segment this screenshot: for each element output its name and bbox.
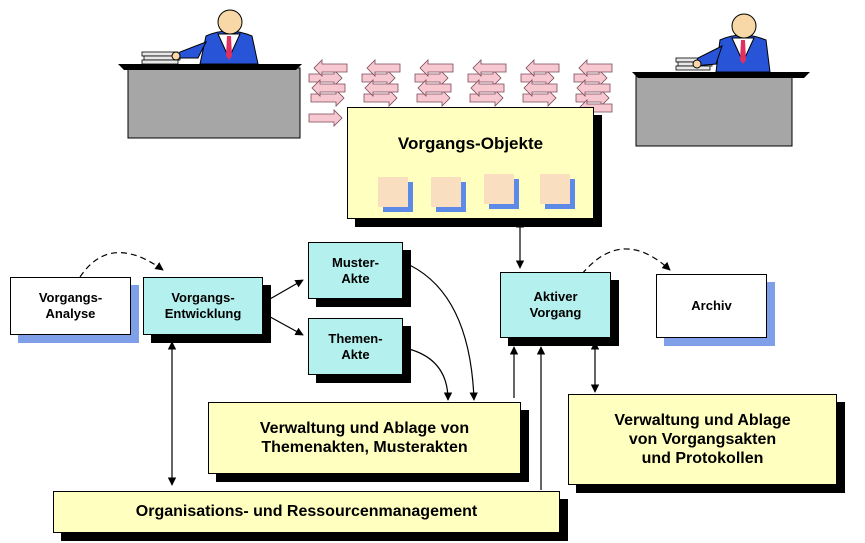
- organisation-label: Organisations- und Ressourcenmanagement: [135, 503, 478, 521]
- archiv-box: Archiv: [656, 274, 767, 338]
- document-icon: [431, 177, 461, 207]
- document-icon: [378, 177, 408, 207]
- verwaltung-themenakten-label: Verwaltung und Ablage von Themenakten, M…: [259, 419, 470, 456]
- vorgangs-analyse-box: Vorgangs- Analyse: [10, 277, 131, 335]
- vorgangs-entwicklung-box: Vorgangs- Entwicklung: [143, 277, 263, 335]
- vorgangs-analyse-label: Vorgangs- Analyse: [38, 290, 103, 321]
- right-desk-worker-icon: [632, 13, 810, 147]
- musterakte-box: Muster- Akte: [308, 242, 403, 299]
- themenakte-box: Themen- Akte: [308, 318, 403, 375]
- verwaltung-vorgangsakten-label: Verwaltung und Ablage von Vorgangsakten …: [614, 411, 791, 468]
- organisation-box: Organisations- und Ressourcenmanagement: [53, 491, 560, 533]
- aktiver-vorgang-label: Aktiver Vorgang: [529, 289, 582, 320]
- aktiver-vorgang-box: Aktiver Vorgang: [500, 272, 611, 338]
- connector-lines: [79, 219, 671, 490]
- document-icon: [540, 174, 570, 204]
- themenakte-label: Themen- Akte: [328, 330, 383, 362]
- archiv-label: Archiv: [691, 298, 732, 314]
- vorgangs-entwicklung-label: Vorgangs- Entwicklung: [164, 290, 242, 321]
- left-desk-worker-icon: [118, 9, 302, 139]
- musterakte-label: Muster- Akte: [332, 254, 379, 286]
- document-icon: [484, 174, 514, 204]
- verwaltung-vorgangsakten-box: Verwaltung und Ablage von Vorgangsakten …: [568, 394, 837, 485]
- vorgangs-objekte-label: Vorgangs-Objekte: [397, 134, 544, 153]
- verwaltung-themenakten-box: Verwaltung und Ablage von Themenakten, M…: [208, 402, 521, 474]
